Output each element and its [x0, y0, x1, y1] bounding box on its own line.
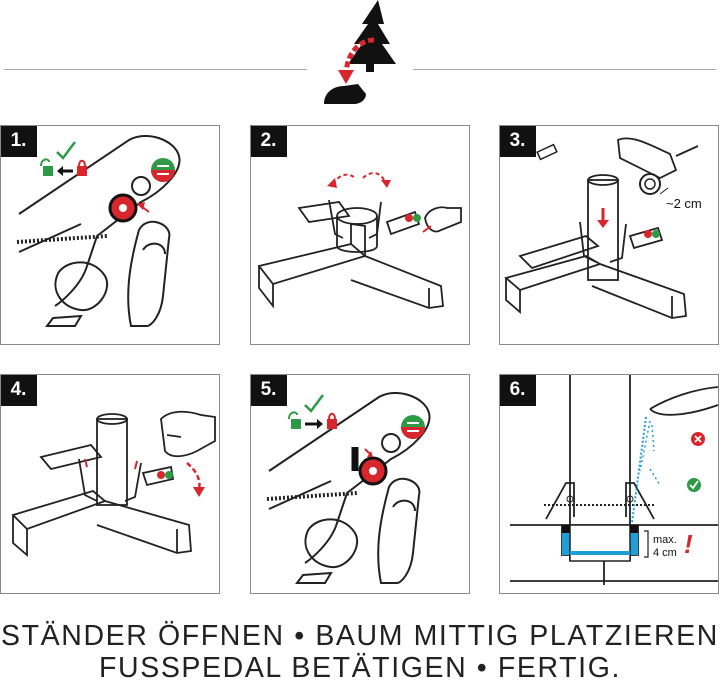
caption-line-2: FUSSPEDAL BETÄTIGEN • FERTIG. — [99, 652, 621, 684]
step-number: 4. — [1, 375, 37, 406]
lock-closed-icon — [327, 412, 337, 429]
check-icon — [304, 394, 324, 413]
step-number: 2. — [251, 126, 287, 157]
step-2-panel: 2. — [250, 125, 470, 345]
header-rule-right — [413, 69, 716, 70]
max-label: max. — [653, 534, 677, 546]
step-number: 3. — [500, 126, 536, 157]
depth-label: 4 cm — [653, 547, 677, 559]
check-icon — [56, 141, 76, 160]
step-4-panel: 4. — [0, 374, 220, 594]
step-3-panel: ~2 cm 3. — [499, 125, 719, 345]
header-rule-left — [4, 69, 307, 70]
foot-pedal-icon — [324, 84, 366, 104]
curved-arrow-icon — [343, 37, 375, 73]
step-number: 1. — [1, 126, 37, 157]
lock-open-icon — [288, 411, 301, 429]
step-6-panel: max. 4 cm ! 6. — [499, 374, 719, 594]
lock-closed-icon — [77, 159, 87, 176]
tree-pedal-hero-icon — [324, 0, 396, 104]
status-dial-icon — [151, 158, 175, 182]
step-number: 5. — [251, 375, 287, 406]
step-number: 6. — [500, 375, 536, 406]
lock-open-icon — [40, 158, 53, 176]
step-1-panel: 1. — [0, 125, 220, 345]
tree-icon — [348, 0, 396, 72]
step-5-panel: 5. — [250, 374, 470, 594]
warning-exclaim: ! — [684, 529, 693, 559]
cross-icon — [691, 432, 705, 446]
caption-line-1: STÄNDER ÖFFNEN • BAUM MITTIG PLATZIEREN — [1, 620, 719, 652]
offset-label: ~2 cm — [666, 196, 702, 211]
check-icon — [687, 478, 701, 492]
